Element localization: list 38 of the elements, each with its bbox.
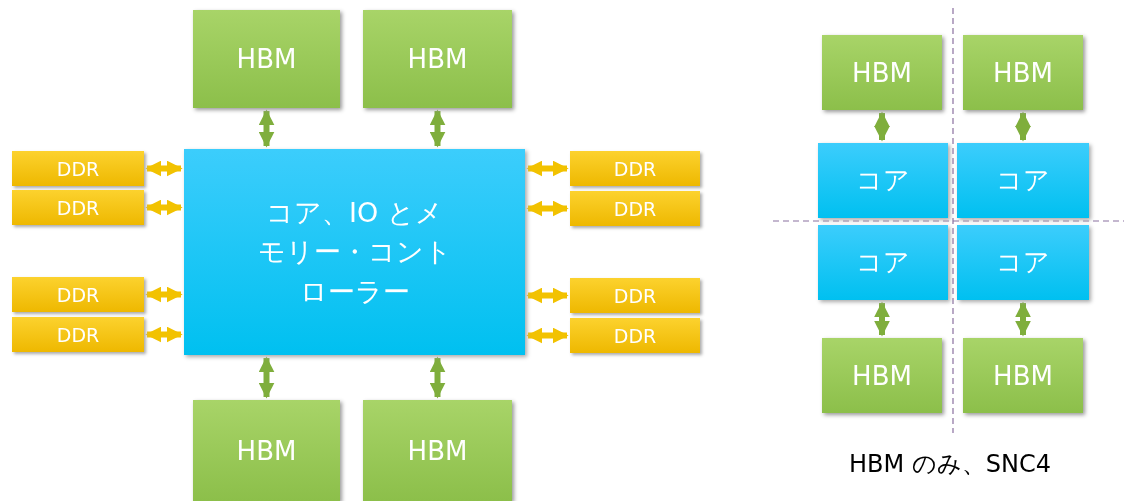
double-arrow — [874, 111, 890, 142]
double-arrow — [258, 109, 275, 148]
double-arrow — [1015, 111, 1031, 142]
core-box: コア — [957, 143, 1089, 218]
core-box: コア — [818, 225, 948, 300]
double-arrow — [258, 356, 275, 399]
memory-box: HBM — [193, 400, 340, 501]
double-arrow — [1015, 301, 1031, 337]
memory-box: HBM — [963, 35, 1083, 110]
memory-box: DDR — [570, 151, 700, 186]
memory-box: DDR — [570, 318, 700, 353]
double-arrow — [429, 356, 446, 399]
memory-box: HBM — [363, 400, 512, 501]
double-arrow — [145, 160, 183, 177]
core-block: コア、IO とメモリー・コントローラー — [184, 149, 525, 355]
double-arrow — [145, 199, 183, 216]
memory-box: DDR — [12, 190, 144, 225]
double-arrow — [145, 286, 183, 303]
memory-box: HBM — [822, 35, 942, 110]
double-arrow — [145, 326, 183, 343]
double-arrow — [526, 160, 569, 177]
double-arrow — [429, 109, 446, 148]
memory-box: DDR — [570, 191, 700, 226]
double-arrow — [874, 301, 890, 337]
memory-box: HBM — [963, 338, 1083, 413]
double-arrow — [526, 287, 569, 304]
memory-box: DDR — [570, 278, 700, 313]
core-box: コア — [818, 143, 948, 218]
double-arrow — [526, 200, 569, 217]
memory-box: DDR — [12, 151, 144, 186]
memory-box: HBM — [363, 10, 512, 108]
memory-box: HBM — [193, 10, 340, 108]
double-arrow — [526, 327, 569, 344]
caption: HBM のみ、SNC4 — [847, 449, 1053, 480]
memory-box: DDR — [12, 317, 144, 352]
core-box: コア — [957, 225, 1089, 300]
memory-box: HBM — [822, 338, 942, 413]
memory-box: DDR — [12, 277, 144, 312]
